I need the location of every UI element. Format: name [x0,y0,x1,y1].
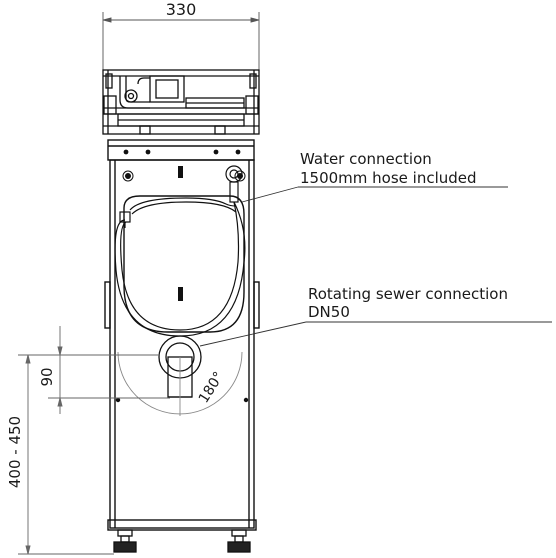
water-callout-line2: 1500mm hose included [300,169,477,187]
rotation-label: 180° [196,369,227,406]
leveling-feet [113,529,251,553]
sewer-callout-line1: Rotating sewer connection [308,285,508,303]
water-hose[interactable] [114,165,246,337]
width-label: 330 [166,0,197,19]
drum-slot [178,287,183,301]
height-label: 400 - 450 [6,416,24,488]
fasteners [115,149,249,403]
water-callout-line1: Water connection [300,150,432,168]
height-dimensions [18,326,170,555]
rotation-arc [117,351,243,416]
offset-label: 90 [38,367,56,386]
drum-window [123,195,245,333]
top-slot [178,166,183,178]
sewer-callout [199,321,552,347]
top-mechanism [102,69,260,135]
width-dimension [102,12,260,72]
fastener-rings [122,170,246,182]
machine-body [104,139,260,531]
sewer-callout-line2: DN50 [308,303,350,321]
water-callout [241,186,508,203]
